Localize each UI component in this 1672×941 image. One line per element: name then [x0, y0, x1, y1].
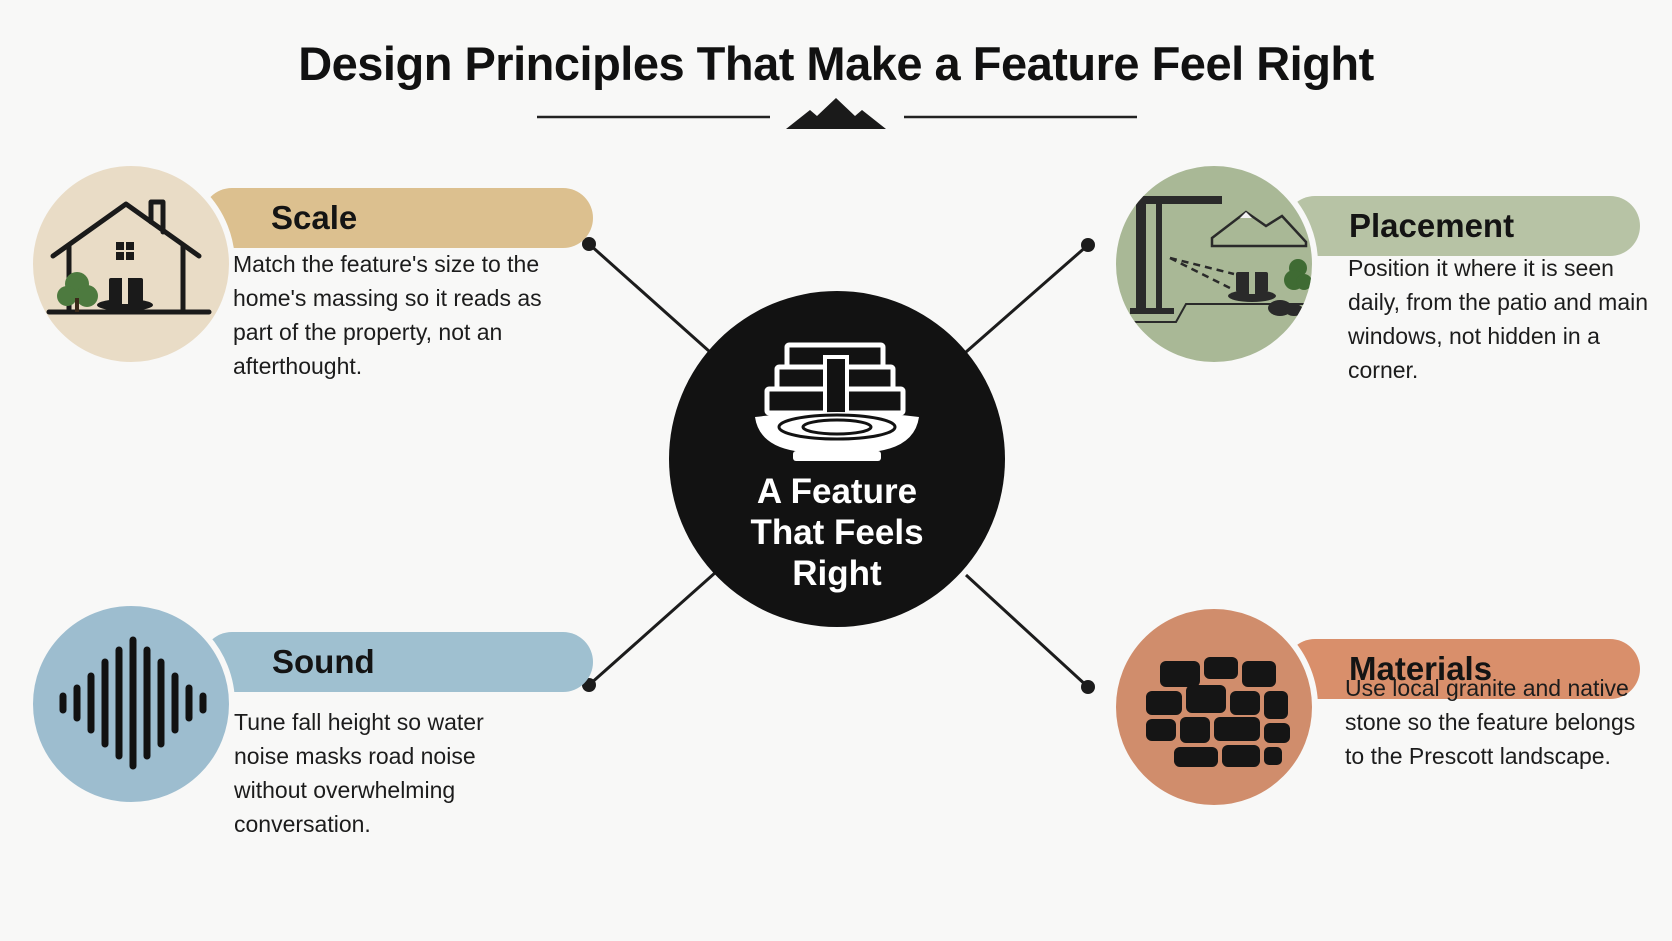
mountain-icon [786, 98, 886, 129]
connector-dot-materials [1081, 680, 1095, 694]
card-scale: Scale Match the feature's size to [27, 160, 593, 410]
house-with-fountain-icon [46, 199, 212, 315]
text-scale: Match the feature's size to the home's m… [233, 251, 542, 379]
heading-scale: Scale [271, 199, 358, 236]
connector-materials [964, 573, 1090, 689]
center-label: A Feature That Feels Right [750, 472, 924, 593]
badge-materials [1110, 603, 1318, 811]
connector-dot-scale [582, 237, 596, 251]
stone-wall-icon [1146, 657, 1290, 767]
heading-pill-scale: Scale [202, 188, 593, 248]
heading-pill-placement: Placement [1285, 196, 1640, 256]
fountain-icon [755, 342, 919, 461]
heading-materials: Materials [1349, 650, 1493, 687]
patio-view-icon [1116, 196, 1312, 323]
text-materials: Use local granite and native stone so th… [1345, 675, 1636, 769]
text-sound: Tune fall height so water noise masks ro… [234, 709, 484, 837]
connector-scale [588, 242, 711, 354]
badge-scale [27, 160, 235, 368]
card-placement: Placement [1110, 160, 1670, 410]
badge-placement [1110, 160, 1318, 368]
page-title: Design Principles That Make a Feature Fe… [298, 37, 1374, 90]
heading-placement: Placement [1349, 207, 1515, 244]
connector-sound [588, 570, 717, 687]
connector-placement [965, 243, 1089, 354]
sound-wave-icon [59, 636, 207, 770]
title-divider [537, 98, 1137, 129]
connector-dot-placement [1081, 238, 1095, 252]
card-sound: Sound Tune fall height so water noise ma… [27, 600, 593, 850]
heading-pill-sound: Sound [202, 632, 593, 692]
card-materials: Materials Use local granite and native [1110, 603, 1670, 853]
heading-pill-materials: Materials [1285, 639, 1640, 699]
badge-sound [27, 600, 235, 808]
center-hub: A Feature That Feels Right [669, 291, 1005, 627]
heading-sound: Sound [272, 643, 375, 680]
text-placement: Position it where it is seen daily, from… [1348, 255, 1649, 383]
